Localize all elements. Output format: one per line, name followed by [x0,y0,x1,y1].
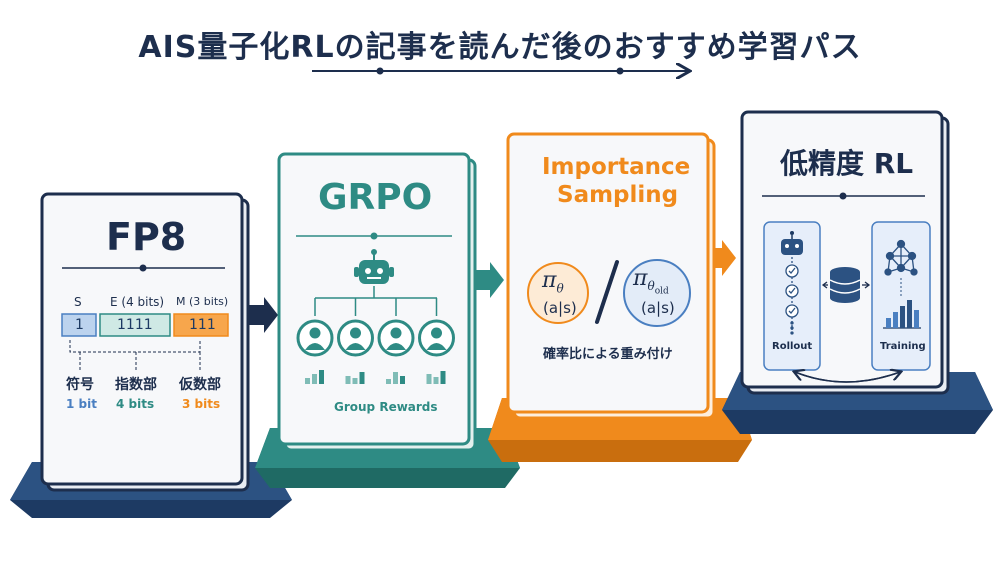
user-icon [337,319,374,357]
user-icon [377,319,415,357]
fp8-exponent-name: 指数部 [115,377,157,393]
rollout-label: Rollout [772,341,813,352]
grpo-title: GRPO [318,177,433,218]
numerator-pi: πθ [542,268,564,296]
fp8-exponent-header: E (4 bits) [110,295,165,309]
bar-chart-icon [883,300,921,329]
sign-bit-cell [61,313,97,337]
fp8-sign-value: 1 [75,317,84,333]
network-icon [884,239,918,276]
mantissa-bits-cell [173,313,229,337]
fp8-exponent-bits: 4 bits [116,397,155,411]
page-title: AIS量子化RLの記事を読んだ後のおすすめ学習パス [138,30,862,65]
checklist-icon [785,257,799,335]
fp8-exponent-value: 1111 [117,317,153,333]
numerator-arg: (a|s) [543,299,577,317]
fp8-mantissa-bits: 3 bits [182,397,221,411]
title-divider [312,68,688,75]
importance-caption: 確率比による重み付け [543,347,673,362]
robot-icon [781,231,803,255]
fp8-title: FP8 [106,215,187,259]
fp8-mantissa-value: 111 [189,317,216,333]
fp8-sign-bits: 1 bit [66,397,97,411]
denominator-circle [623,259,691,327]
fp8-mantissa-name: 仮数部 [179,377,221,393]
card-grpo [277,152,477,452]
arrow-fp8-to-grpo [248,297,278,333]
database-icon [829,267,861,303]
exponent-bits-cell [99,313,171,337]
fraction-slash [595,260,619,324]
bar-chart-icon [305,370,324,384]
robot-icon [354,249,394,284]
importance-title-line2: Sampling [557,182,679,208]
bar-chart-icon [345,372,365,384]
arrow-grpo-to-importance [476,262,504,298]
bar-chart-icon [386,372,405,384]
user-icon [418,319,455,357]
card-fp8 [40,192,250,492]
fp8-mantissa-header: M (3 bits) [176,295,229,308]
denominator-pi: πθold [633,266,669,297]
training-label: Training [880,341,926,352]
numerator-circle [527,262,589,324]
denominator-arg: (a|s) [641,299,675,317]
user-icon [296,319,334,357]
importance-title-line1: Importance [542,154,691,180]
card-lowprec [740,110,950,395]
fp8-sign-header: S [74,295,82,309]
bar-chart-icon [426,371,446,384]
card-importance [506,132,716,420]
grpo-caption: Group Rewards [334,400,438,414]
fp8-sign-name: 符号 [66,377,94,393]
lowprec-title: 低精度 RL [780,147,914,180]
